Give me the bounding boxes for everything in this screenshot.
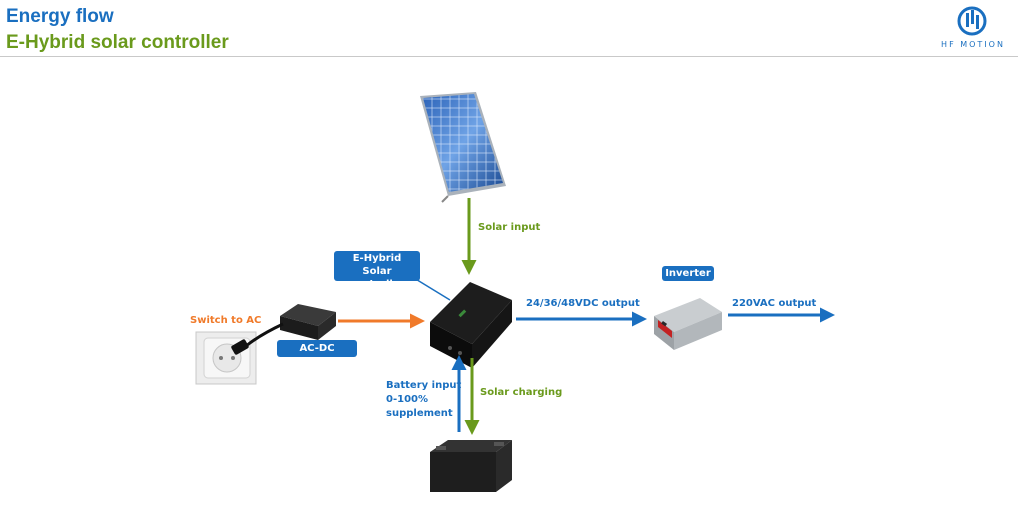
solar-input-label: Solar input (478, 222, 541, 233)
switch-to-ac-label: Switch to AC (190, 315, 262, 326)
inverter-tag: Inverter (662, 266, 714, 281)
controller-tag-line1: E-Hybrid (352, 253, 402, 264)
battery-input-label-line1: Battery input (386, 380, 462, 391)
controller-label-connector (413, 277, 451, 301)
controller-tag: E-Hybrid Solar controller (334, 251, 420, 290)
wall-socket-icon (195, 331, 257, 385)
page-subtitle: E-Hybrid solar controller (6, 32, 229, 53)
solar-panel-icon (420, 92, 506, 203)
battery-icon (430, 440, 512, 492)
page-title: Energy flow (6, 6, 114, 27)
adaptor-tag: AC-DC adaptor (277, 340, 357, 371)
battery-input-label-line2: 0-100% (386, 394, 429, 405)
adaptor-icon (231, 304, 336, 355)
ac-output-label: 220VAC output (732, 298, 817, 309)
controller-tag-line2: Solar controller (349, 266, 405, 290)
header-divider (0, 56, 1018, 57)
logo-text: HF MOTION (941, 40, 1005, 49)
dc-output-label: 24/36/48VDC output (526, 298, 640, 309)
logo-icon (957, 6, 987, 36)
battery-input-label-line3: supplement (386, 408, 453, 419)
inverter-icon (654, 298, 722, 350)
solar-charging-label: Solar charging (480, 387, 563, 398)
